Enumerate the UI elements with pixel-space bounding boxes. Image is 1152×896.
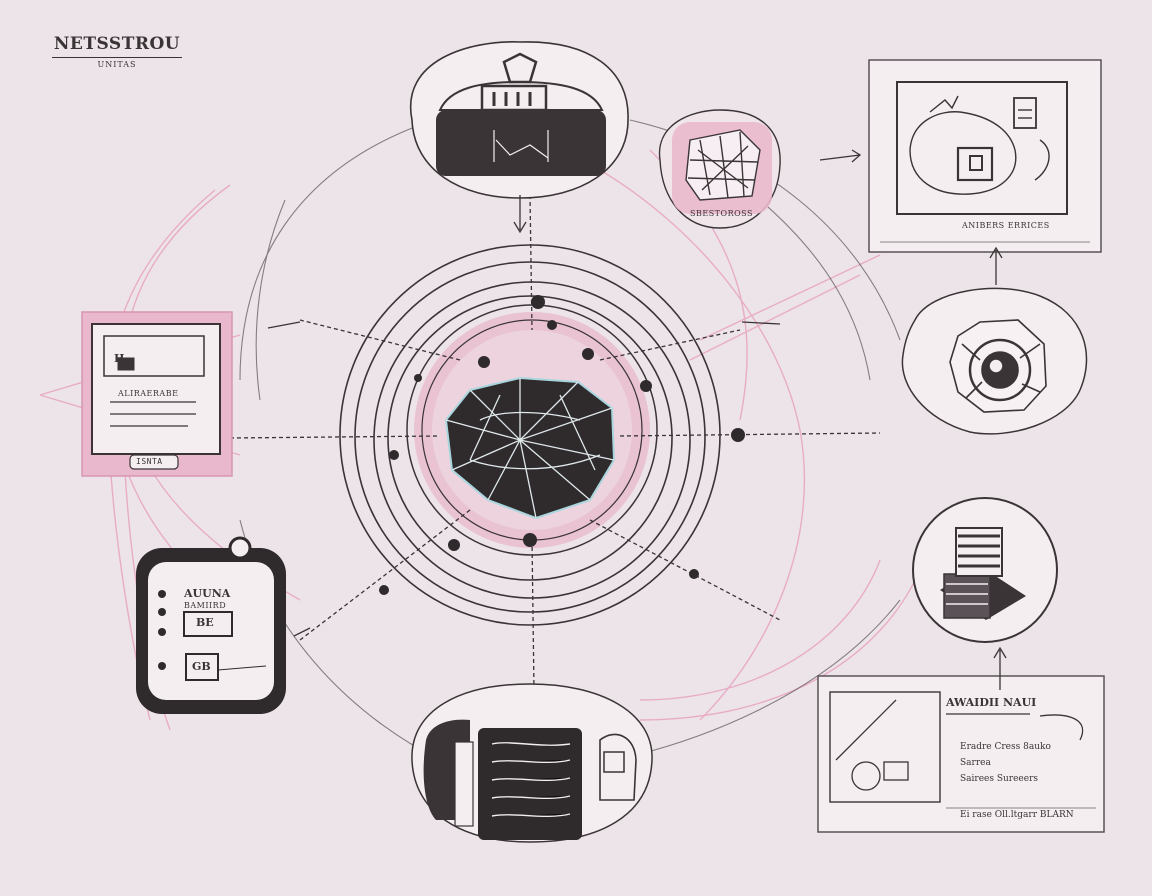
arrow-markers	[267, 149, 1007, 690]
info-card-row-2: Sarrea	[960, 758, 991, 768]
network-mesh-icon	[444, 376, 616, 520]
phone-subheading: BAMIIRD	[184, 601, 227, 610]
monitor-card-caption: ANIBERS ERRICES	[962, 221, 1050, 230]
file-cabinet-icon	[423, 719, 637, 840]
document-caption-line: ALIRAERABE	[118, 389, 179, 398]
circuit-tile-caption: SBESTOROSS	[690, 209, 753, 218]
connector-spokes	[229, 194, 881, 691]
brand-rule	[52, 57, 182, 58]
concentric-rings	[339, 244, 721, 626]
camera-lens-node	[901, 287, 1088, 435]
brand-logo: NETSSTROU UNITAS	[52, 34, 182, 69]
brand-title: NETSSTROU	[53, 34, 181, 54]
document-card-node	[81, 311, 233, 477]
phone-key-2: GB	[192, 660, 211, 673]
phone-panel-node	[136, 536, 286, 714]
ring-nodes	[379, 295, 745, 595]
monitor-icon	[909, 95, 1050, 195]
bottom-info-card	[817, 675, 1105, 833]
document-header-letter: H	[114, 352, 125, 365]
circuit-board-icon	[685, 129, 761, 201]
phone-heading: AUUNA	[184, 587, 231, 600]
info-card-footer: Ei rase Oll.ltgarr BLARN	[960, 810, 1074, 820]
database-stack-icon	[940, 527, 1026, 620]
camera-lens-icon	[949, 319, 1047, 413]
info-card-title: AWAIDII NAUI	[946, 696, 1037, 709]
circuit-board-node	[658, 109, 781, 229]
info-card-row-1: Eradre Cress 8auko	[960, 742, 1051, 752]
monitor-card	[868, 59, 1102, 253]
document-card-icon	[103, 335, 205, 427]
phone-key-1: BE	[196, 616, 214, 629]
brand-subtitle: UNITAS	[97, 60, 137, 69]
info-card-row-3: Sairees Sureeers	[960, 774, 1039, 784]
document-badge: ISNTA	[136, 457, 163, 466]
server-box-icon	[436, 52, 606, 176]
database-stack-node	[912, 497, 1058, 643]
server-box-node	[409, 41, 629, 199]
phone-panel-icon	[158, 590, 267, 681]
file-cabinet-node	[411, 683, 653, 843]
